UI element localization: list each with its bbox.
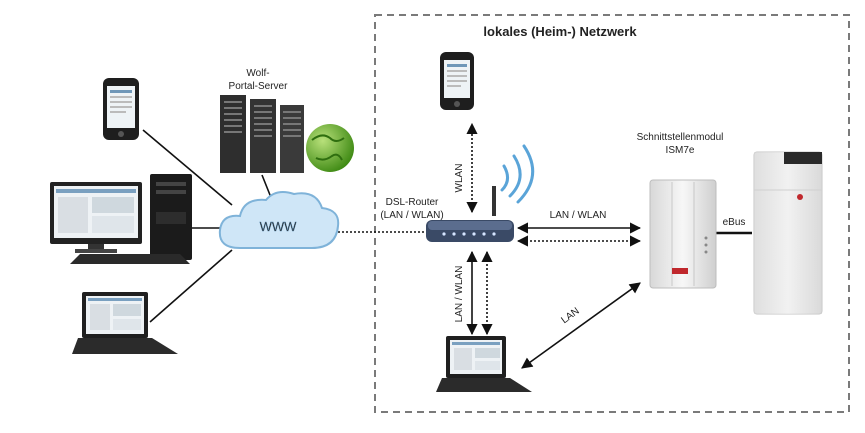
globe-icon — [306, 124, 354, 172]
server-rack-icon — [220, 95, 304, 173]
lan-wlan-vertical-label: LAN / WLAN — [454, 266, 465, 323]
module-label-line1: Schnittstellenmodul — [637, 132, 724, 143]
wifi-icon — [500, 144, 535, 204]
laptop-icon-left — [72, 292, 178, 354]
interface-module-icon — [649, 179, 717, 289]
wlan-label: WLAN — [454, 164, 465, 193]
network-title: lokales (Heim-) Netzwerk — [483, 24, 637, 39]
ebus-label: eBus — [723, 217, 746, 228]
lan-wlan-horizontal-label: LAN / WLAN — [550, 210, 607, 221]
lan-label: LAN — [559, 306, 581, 326]
line-phone-www — [142, 129, 233, 206]
arrows — [466, 122, 642, 369]
boiler-icon — [753, 151, 823, 315]
smartphone-icon — [103, 78, 139, 140]
server-label-line1: Wolf- — [246, 68, 269, 79]
server-label-line2: Portal-Server — [229, 81, 289, 92]
desktop-pc-icon — [50, 174, 192, 264]
line-laptop-www — [149, 249, 233, 323]
arrow-laptop-module-lan — [521, 282, 641, 369]
local-network-frame — [374, 14, 850, 413]
www-label: WWW — [260, 219, 298, 234]
cloud-icon: WWW — [218, 191, 340, 249]
router-label-line1: DSL-Router — [386, 197, 439, 208]
router-icon — [426, 186, 514, 242]
laptop-icon-network — [436, 336, 532, 392]
smartphone-icon-network — [440, 52, 474, 110]
router-label-line2: (LAN / WLAN) — [380, 210, 443, 221]
module-label-line2: ISM7e — [666, 145, 695, 156]
